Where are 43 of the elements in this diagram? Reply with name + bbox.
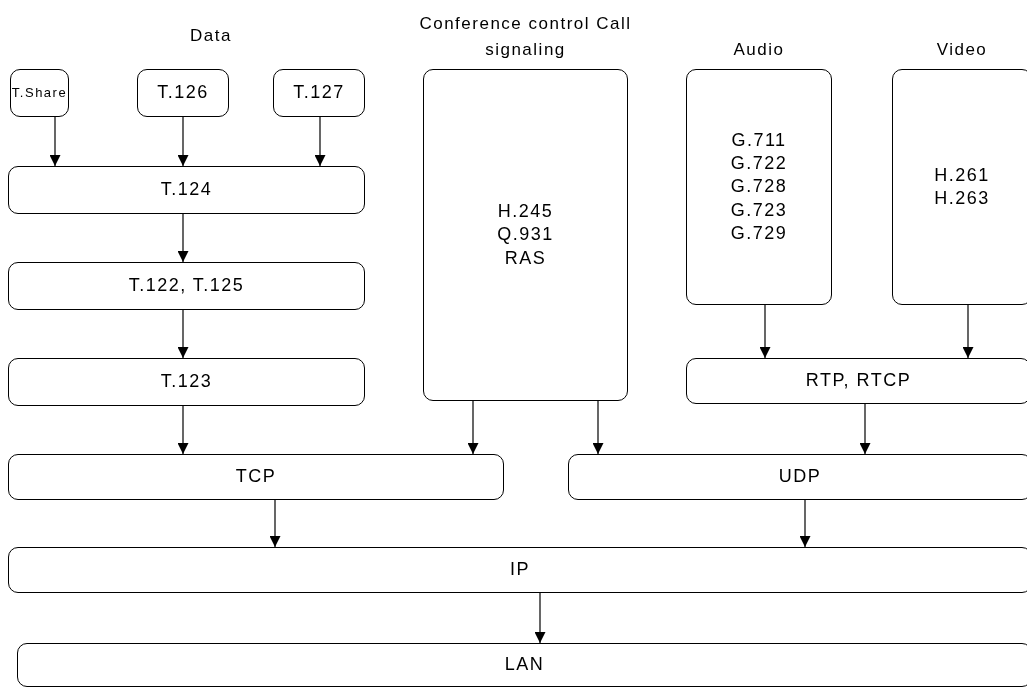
arrow bbox=[759, 304, 771, 359]
arrow bbox=[49, 116, 61, 167]
column-heading: Audio bbox=[732, 38, 786, 61]
arrow bbox=[177, 309, 189, 359]
column-heading: Video bbox=[935, 38, 989, 61]
protocol-label: T.Share bbox=[11, 84, 68, 102]
arrow bbox=[859, 403, 871, 455]
protocol-label: T.122, T.125 bbox=[128, 274, 245, 298]
protocol-box bbox=[8, 358, 365, 406]
arrow bbox=[314, 116, 326, 167]
arrow bbox=[177, 116, 189, 167]
protocol-label: T.124 bbox=[160, 178, 213, 202]
protocol-label: UDP bbox=[778, 465, 822, 489]
protocol-box bbox=[8, 166, 365, 214]
arrow bbox=[592, 400, 604, 455]
protocol-label: H.261 H.263 bbox=[933, 163, 991, 210]
arrow bbox=[467, 400, 479, 455]
protocol-label: LAN bbox=[504, 653, 545, 677]
arrow bbox=[269, 499, 281, 548]
column-heading: Data bbox=[190, 26, 232, 46]
protocol-label: T.123 bbox=[160, 370, 213, 394]
arrow bbox=[534, 592, 546, 644]
column-heading: Conference control Call signaling bbox=[418, 13, 633, 61]
protocol-label: T.126 bbox=[157, 81, 209, 105]
protocol-box bbox=[273, 69, 365, 117]
protocol-label: IP bbox=[510, 558, 530, 582]
arrow bbox=[962, 304, 974, 359]
protocol-box bbox=[8, 454, 504, 500]
protocol-box bbox=[137, 69, 229, 117]
protocol-label: T.127 bbox=[293, 81, 345, 105]
arrow bbox=[799, 499, 811, 548]
arrow bbox=[177, 213, 189, 263]
protocol-box bbox=[8, 262, 365, 310]
protocol-box bbox=[10, 69, 69, 117]
protocol-box bbox=[686, 358, 1027, 404]
protocol-label: H.245 Q.931 RAS bbox=[496, 199, 555, 270]
protocol-label: RTP, RTCP bbox=[805, 369, 912, 393]
protocol-box bbox=[8, 547, 1027, 593]
protocol-label: TCP bbox=[235, 465, 277, 489]
protocol-box bbox=[568, 454, 1027, 500]
protocol-label: G.711 G.722 G.728 G.723 G.729 bbox=[729, 128, 789, 246]
protocol-box bbox=[17, 643, 1027, 687]
arrow bbox=[177, 405, 189, 455]
